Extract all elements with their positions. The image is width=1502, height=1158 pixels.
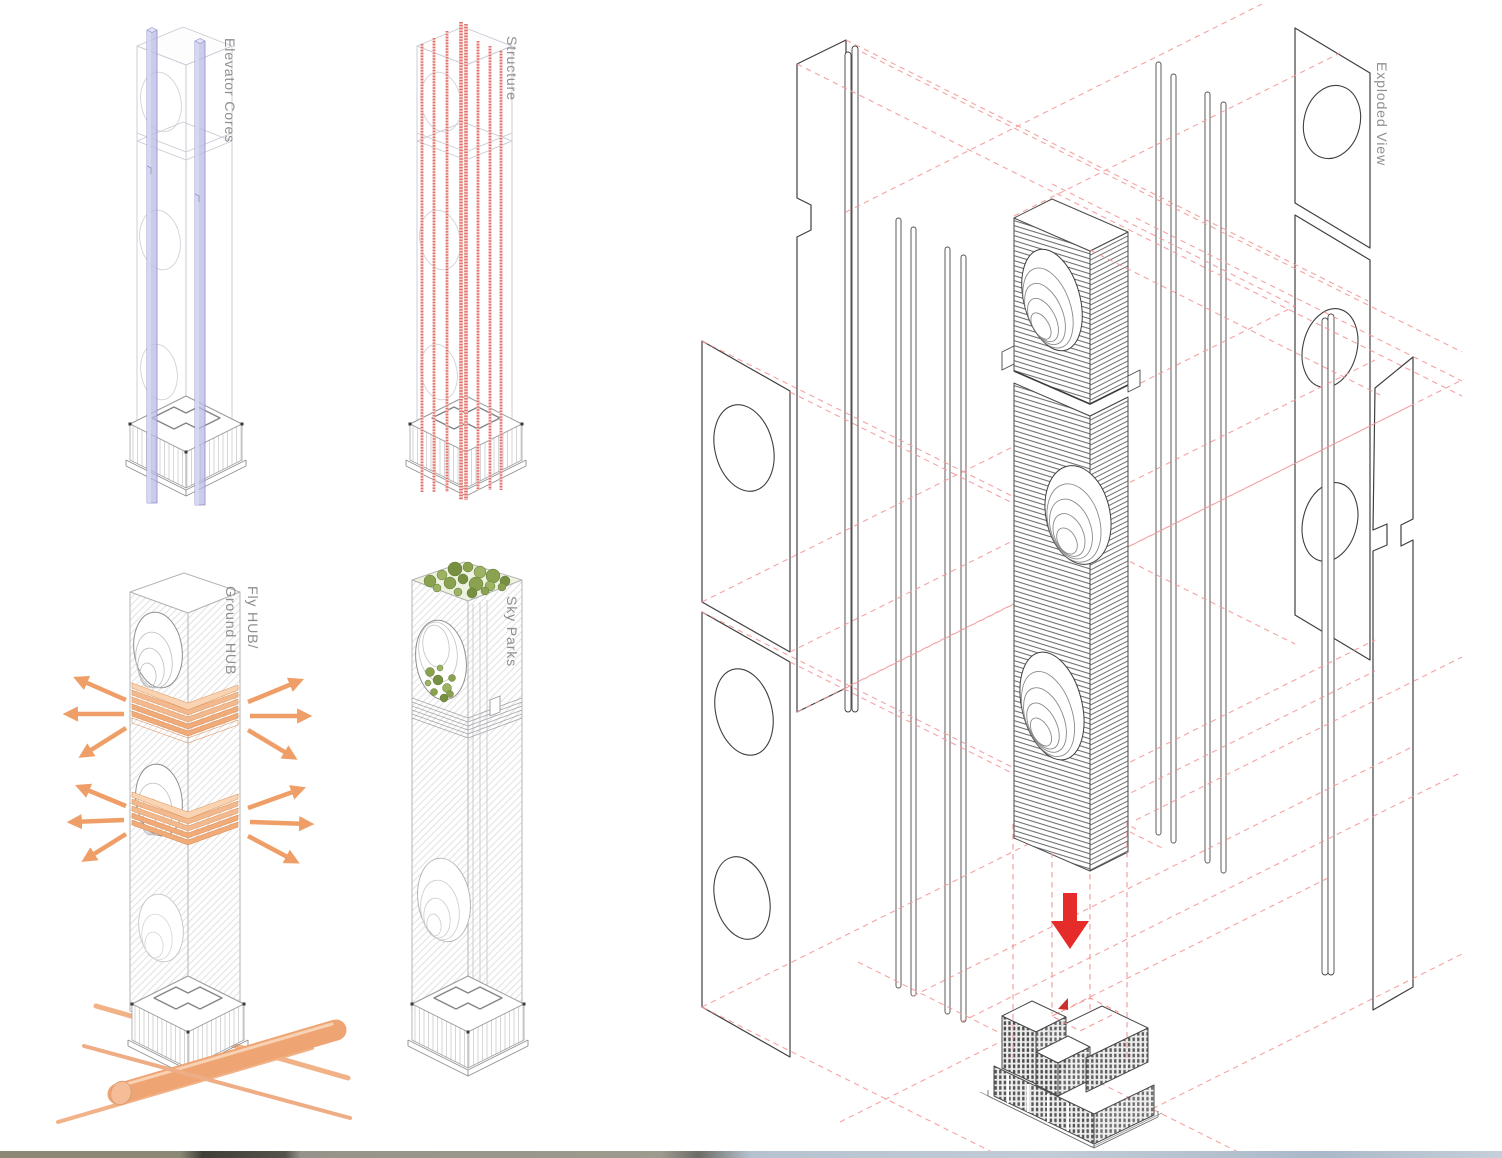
drop-arrow-icon (1051, 893, 1089, 949)
core-tube-left-a (844, 51, 852, 713)
transit-tubes-front (56, 1019, 352, 1124)
ground-hub-arrows (66, 783, 315, 864)
structure-label: Structure (503, 36, 519, 101)
structure-rods-left (895, 217, 967, 1023)
facade-panel-left-lower (701, 611, 791, 1058)
tower-void-upper (133, 611, 183, 689)
fly-hub-label-line2: Ground HUB (222, 586, 238, 675)
central-tower (1001, 198, 1141, 872)
tower-void-lower-sketch (138, 893, 184, 963)
adjacent-page-strip (0, 1151, 1502, 1158)
fly-hub-label-line1: Fly HUB/ (244, 586, 260, 649)
existing-podium-building (979, 998, 1163, 1149)
sky-parks-diagram (407, 561, 529, 1077)
rooftop-park-trees (423, 561, 511, 599)
fly-hub-diagram (56, 572, 352, 1124)
sky-park-void-upper (415, 619, 467, 703)
fly-hub-slabs-upper (131, 682, 239, 744)
core-tube-left-b (851, 45, 859, 713)
exploded-view-label: Exploded View (1373, 62, 1389, 166)
ground-hub-slabs (131, 791, 239, 846)
podium-base-1 (125, 395, 247, 497)
fly-hub-arrows-upper (62, 675, 313, 760)
facade-panel-left-upper (701, 340, 791, 653)
structure-columns (420, 22, 503, 500)
core-tube-right (1321, 313, 1335, 976)
facade-panel-right-top (1294, 27, 1371, 249)
survey-marker (1058, 998, 1068, 1010)
facade-panel-right-narrow (1372, 356, 1414, 1011)
elevator-cores-diagram (125, 26, 247, 506)
structure-diagram (405, 22, 527, 500)
facade-panel-left-narrow (796, 39, 847, 713)
carved-void-mid (1044, 465, 1112, 565)
carved-void-lower (1019, 651, 1085, 761)
elevator-core-shafts (146, 27, 206, 506)
projection-lines-front (845, 3, 1381, 396)
structure-rods-right (1155, 61, 1227, 874)
sky-parks-label: Sky Parks (503, 596, 519, 667)
elevator-cores-label: Elevator Cores (221, 38, 237, 143)
exploded-view-diagram (701, 3, 1463, 1158)
drop-projection-lines (1012, 822, 1128, 1058)
carved-void-upper (1021, 248, 1083, 352)
mechanical-band (411, 695, 523, 739)
sky-park-void-lower (417, 857, 471, 943)
